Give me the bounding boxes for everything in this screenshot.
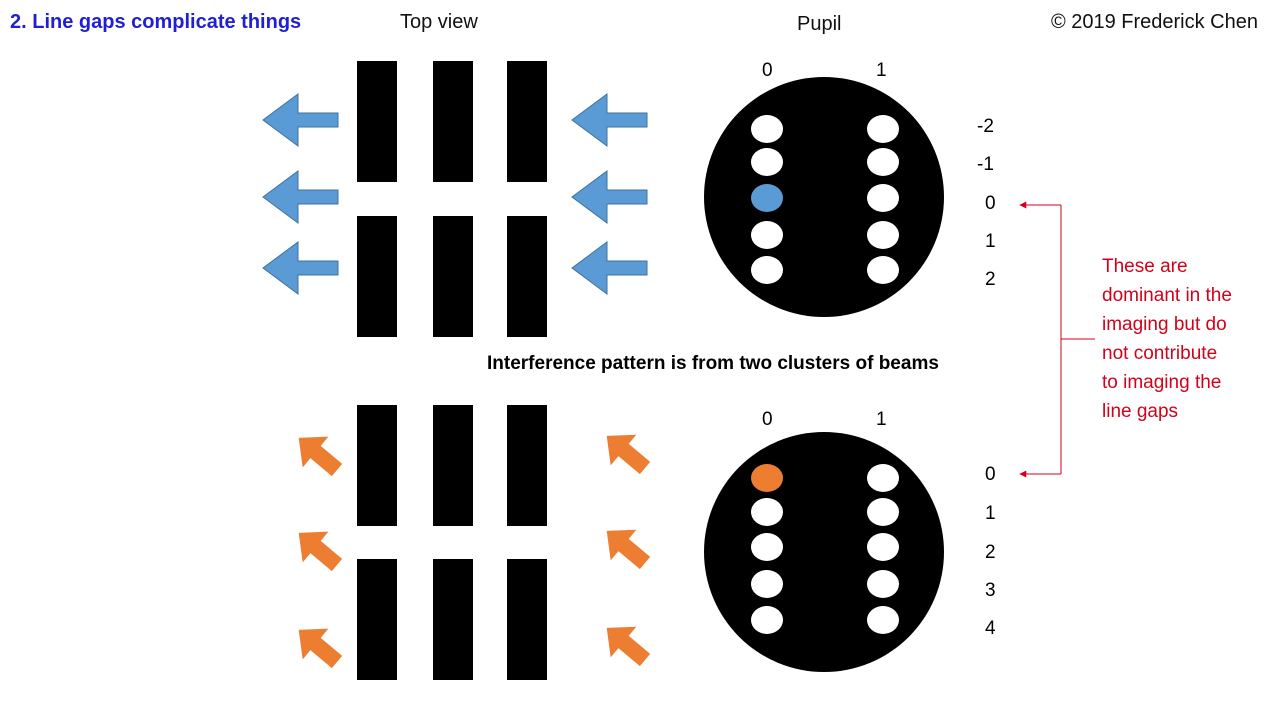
- mask-bar: [507, 405, 547, 526]
- top-pupil-row-label: -2: [977, 116, 994, 137]
- pupil-disc: [704, 432, 944, 672]
- diffraction-order: [751, 221, 783, 249]
- diagonal-arrow-icon: [285, 517, 350, 581]
- bottom-pupil-row-label: 4: [985, 618, 996, 639]
- top-pupil-row-label: 1: [985, 231, 996, 252]
- diffraction-order: [751, 115, 783, 143]
- diffraction-order-highlighted: [751, 184, 783, 212]
- bottom-pupil-row-label: 2: [985, 542, 996, 563]
- diffraction-order: [751, 256, 783, 284]
- left-arrow-icon: [262, 170, 339, 224]
- diffraction-order: [867, 533, 899, 561]
- top-pupil-row-label: 0: [985, 193, 996, 214]
- diagonal-arrow-icon: [593, 612, 658, 676]
- left-arrow-icon: [571, 93, 648, 147]
- diffraction-order: [867, 115, 899, 143]
- top-view-heading: Top view: [400, 11, 478, 33]
- diagonal-arrow-icon: [285, 422, 350, 486]
- diagonal-arrow-icon: [593, 420, 658, 484]
- note-line: not contribute: [1102, 343, 1218, 364]
- top-pupil-col-label-0: 0: [762, 60, 773, 81]
- mask-bar: [433, 216, 473, 337]
- bottom-pupil-col-label-1: 1: [876, 409, 887, 430]
- bottom-pupil-row-label: 3: [985, 580, 996, 601]
- bottom-mask-lines: [357, 405, 547, 680]
- note-line: imaging but do: [1102, 314, 1227, 335]
- mask-bar: [357, 216, 397, 337]
- slide-title: 2. Line gaps complicate things: [10, 11, 302, 33]
- bottom-pupil-orders: [751, 464, 899, 634]
- mask-bar: [507, 61, 547, 182]
- diagonal-arrow-icon: [285, 614, 350, 678]
- mask-bar: [433, 559, 473, 680]
- mask-bar: [433, 61, 473, 182]
- diffraction-order: [867, 464, 899, 492]
- left-arrow-icon: [571, 241, 648, 295]
- left-arrow-icon: [262, 241, 339, 295]
- top-mask-lines: [357, 61, 547, 337]
- diffraction-order: [867, 256, 899, 284]
- diffraction-order: [751, 148, 783, 176]
- diffraction-order: [751, 606, 783, 634]
- note-line: dominant in the: [1102, 285, 1232, 306]
- diffraction-order: [867, 570, 899, 598]
- top-pupil-row-label: 2: [985, 269, 996, 290]
- mask-bar: [507, 216, 547, 337]
- top-pupil: [704, 77, 944, 317]
- annotation-bracket: [1019, 201, 1095, 478]
- pupil-disc: [704, 77, 944, 317]
- bottom-pupil-col-label-0: 0: [762, 409, 773, 430]
- left-arrow-icon: [571, 170, 648, 224]
- bottom-pupil: [704, 432, 944, 672]
- left-arrow-icon: [262, 93, 339, 147]
- diffraction-order-highlighted: [751, 464, 783, 492]
- diffraction-order: [867, 184, 899, 212]
- copyright-text: © 2019 Frederick Chen: [1050, 11, 1258, 33]
- diffraction-order: [867, 221, 899, 249]
- diffraction-order: [867, 148, 899, 176]
- dominant-orders-note: These are dominant in the imaging but do…: [1102, 252, 1272, 426]
- diffraction-order: [867, 498, 899, 526]
- note-line: to imaging the: [1102, 372, 1222, 393]
- diffraction-order: [751, 498, 783, 526]
- diagonal-arrow-icon: [593, 515, 658, 579]
- note-line: These are: [1102, 256, 1188, 277]
- mask-bar: [433, 405, 473, 526]
- bottom-pupil-row-label: 0: [985, 464, 996, 485]
- mask-bar: [357, 405, 397, 526]
- interference-caption: Interference pattern is from two cluster…: [487, 353, 939, 374]
- diffraction-order: [751, 570, 783, 598]
- mask-bar: [507, 559, 547, 680]
- mask-bar: [357, 559, 397, 680]
- diffraction-order: [751, 533, 783, 561]
- bottom-pupil-row-label: 1: [985, 503, 996, 524]
- note-line: line gaps: [1102, 401, 1179, 422]
- diffraction-order: [867, 606, 899, 634]
- top-pupil-orders: [751, 115, 899, 284]
- top-pupil-col-label-1: 1: [876, 60, 887, 81]
- mask-bar: [357, 61, 397, 182]
- pupil-heading: Pupil: [797, 13, 842, 35]
- top-pupil-row-label: -1: [977, 154, 994, 175]
